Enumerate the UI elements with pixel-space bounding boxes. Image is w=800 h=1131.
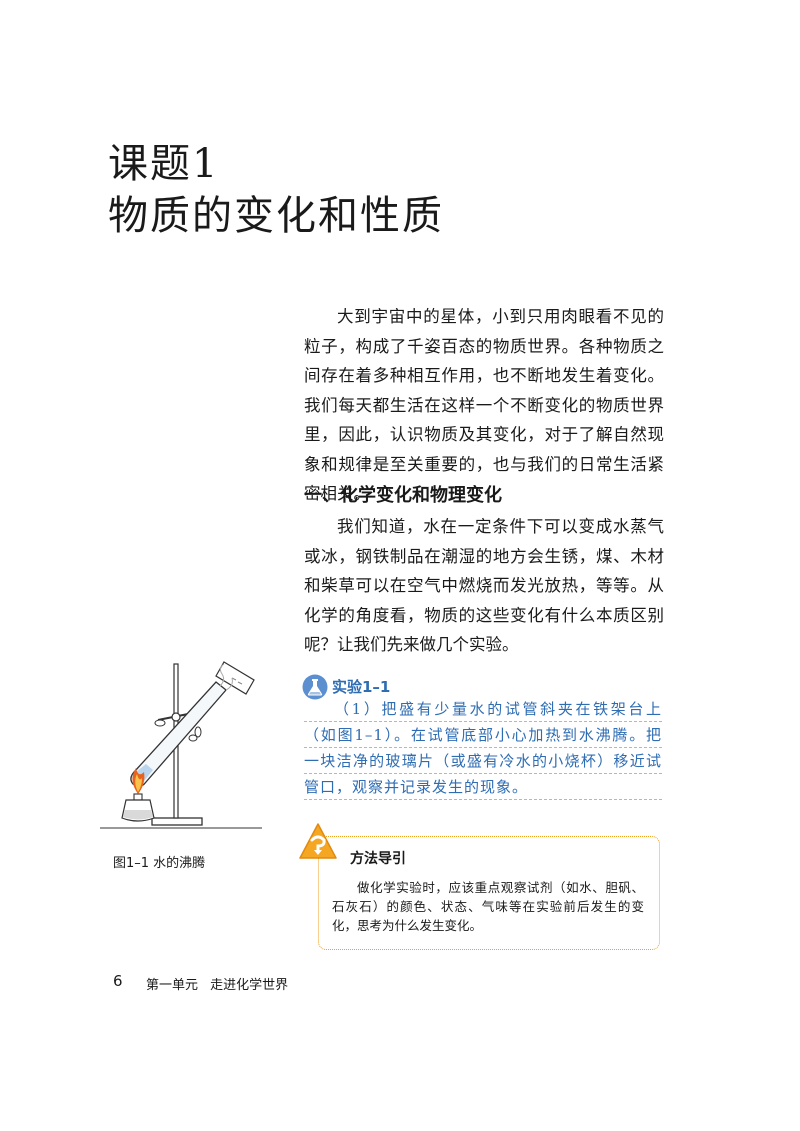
method-guide-title: 方法导引 (350, 851, 406, 867)
experiment-title: 实验1–1 (332, 678, 391, 696)
flask-icon (302, 674, 328, 700)
section-paragraph: 我们知道，水在一定条件下可以变成水蒸气或冰，钢铁制品在潮湿的地方会生锈，煤、木材… (304, 517, 664, 654)
method-guide-text: 做化学实验时，应该重点观察试剂（如水、胆矾、石灰石）的颜色、状态、气味等在实验前… (332, 880, 644, 933)
dashed-rule (304, 773, 662, 774)
running-head: 第一单元 走进化学世界 (146, 978, 289, 993)
dashed-rule (304, 721, 662, 722)
method-guide-box (318, 836, 660, 950)
intro-paragraph: 大到宇宙中的星体，小到只用肉眼看不见的粒子，构成了千姿百态的物质世界。各种物质之… (304, 307, 664, 503)
lesson-title: 物质的变化和性质 (108, 193, 444, 239)
method-guide-icon (299, 823, 337, 859)
figure-caption: 图1–1 水的沸腾 (113, 856, 206, 871)
experiment-text: （1）把盛有少量水的试管斜夹在铁架台上（如图1–1）。在试管底部小心加热到水沸腾… (304, 700, 662, 796)
dashed-rule (304, 799, 662, 800)
boiling-water-figure (100, 661, 262, 829)
section-heading: 一、化学变化和物理变化 (304, 485, 502, 506)
page-number: 6 (113, 972, 123, 990)
dashed-rule (304, 747, 662, 748)
lesson-number: 课题1 (108, 141, 220, 187)
